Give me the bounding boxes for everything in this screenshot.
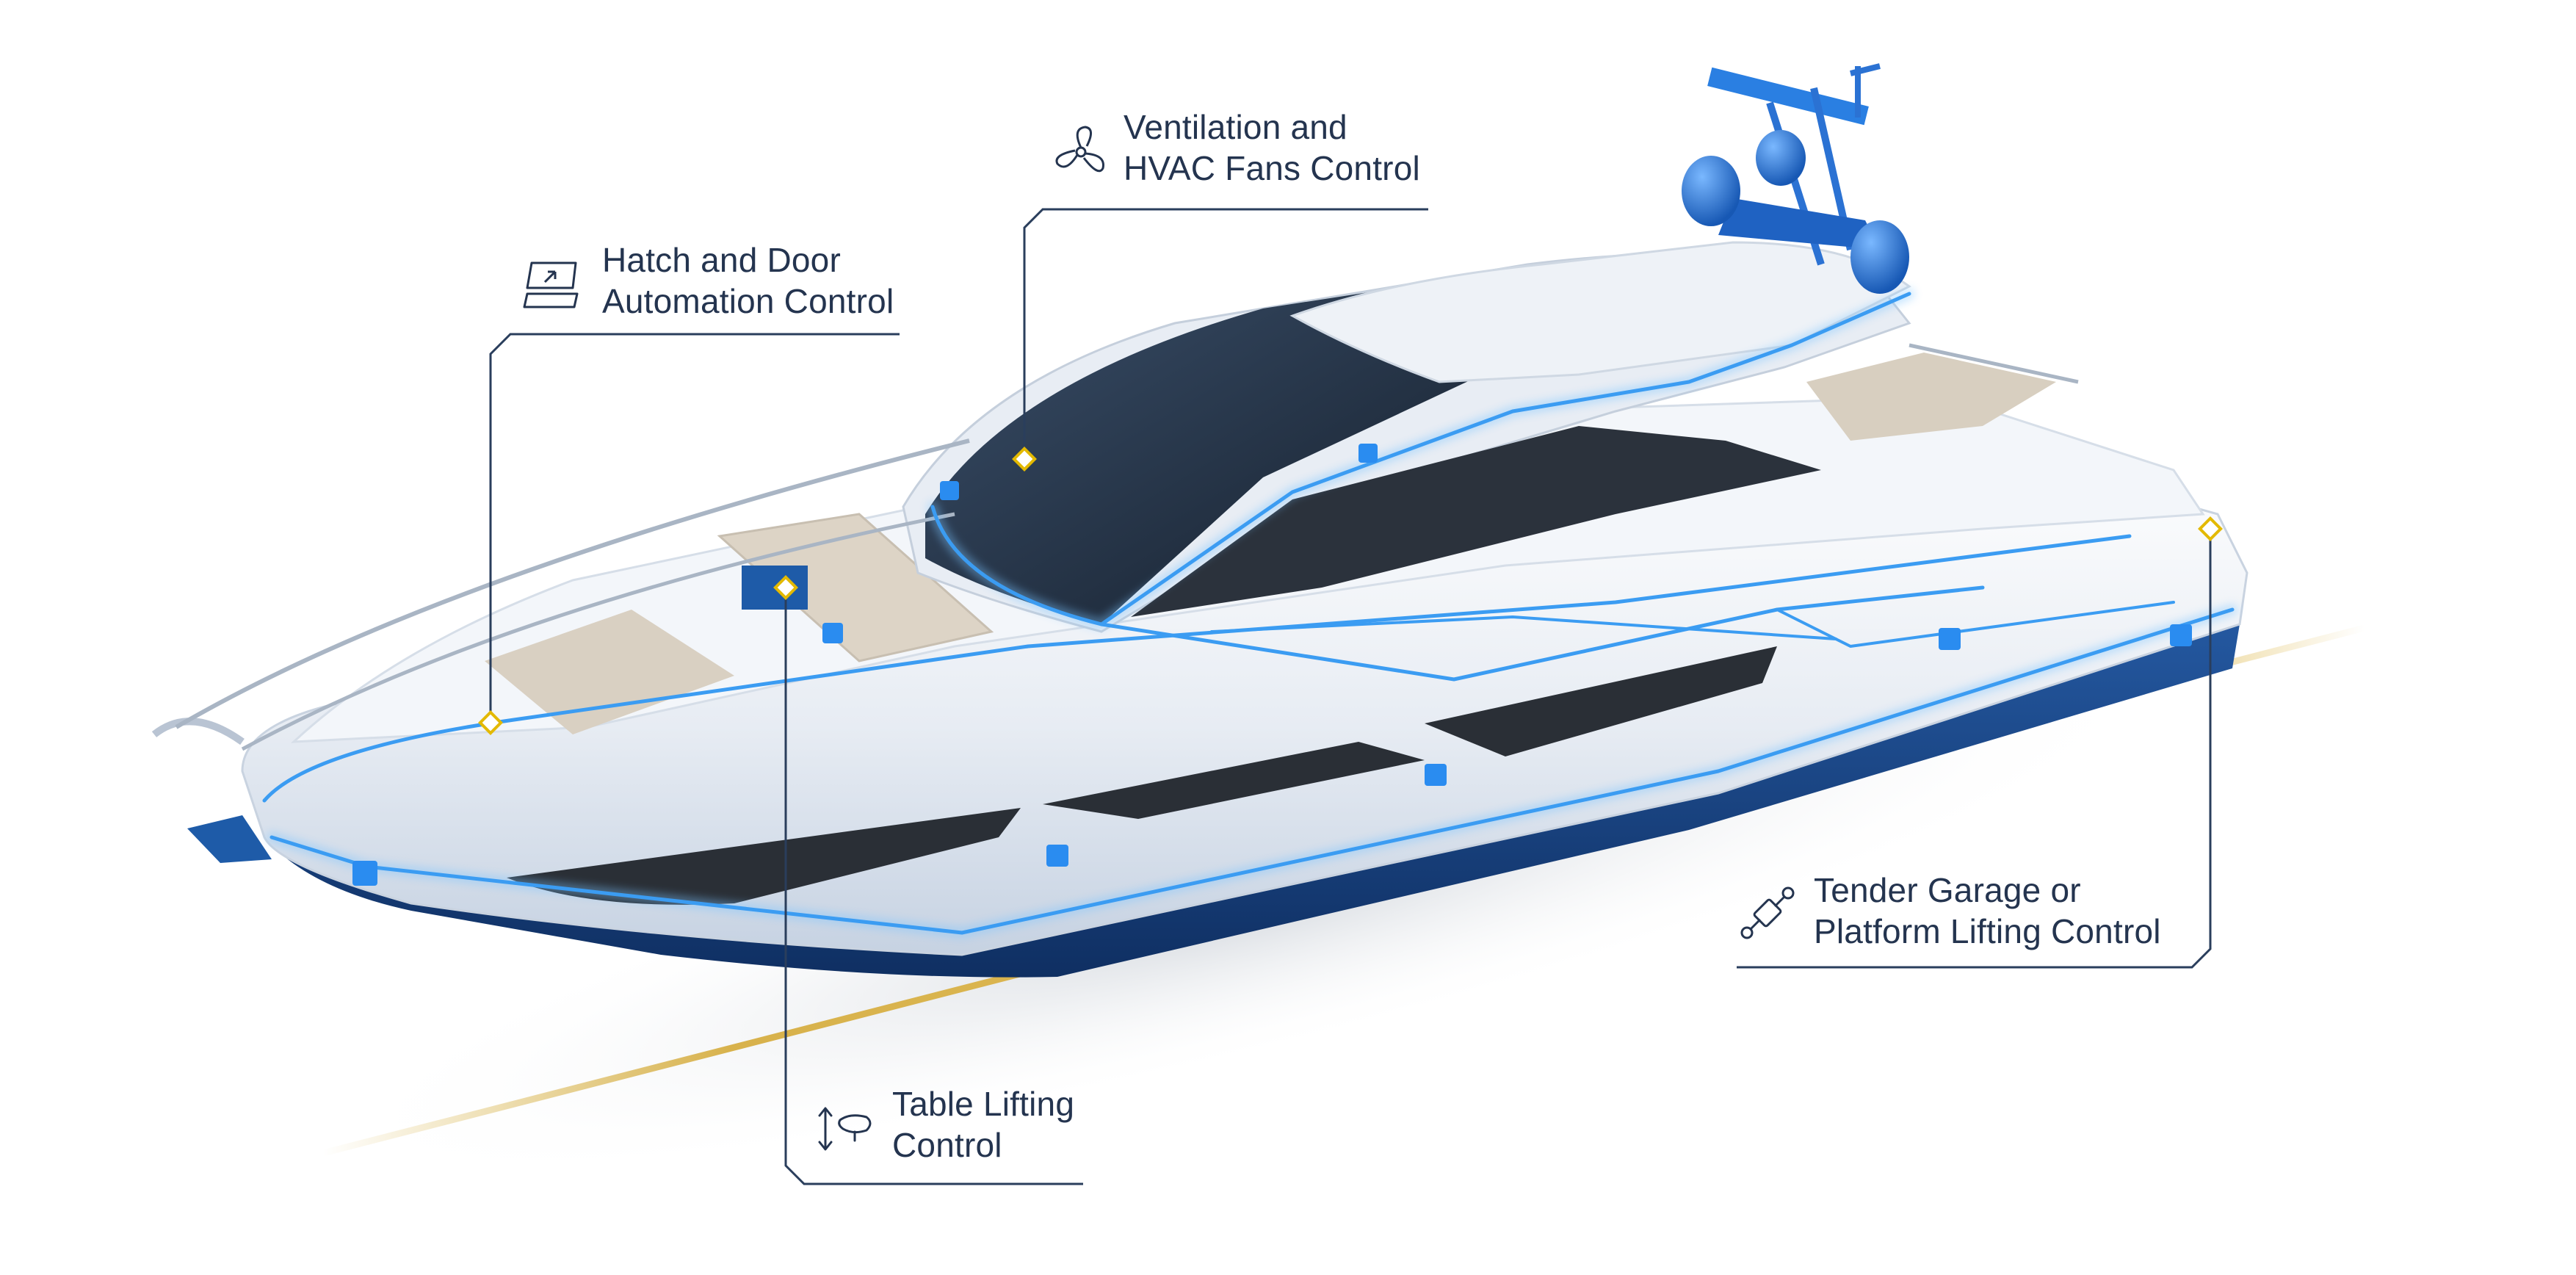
bow-rail — [175, 438, 970, 729]
marker-hatch[interactable] — [478, 710, 503, 735]
marker-ventilation[interactable] — [1012, 447, 1037, 472]
leader-lines — [489, 208, 2212, 1185]
hull-window-mid — [1043, 742, 1425, 819]
fan-icon — [1055, 126, 1104, 173]
actuator-icon — [1740, 886, 1795, 939]
table-label-line2: Control — [892, 1126, 1002, 1164]
anchor-roller — [187, 815, 272, 863]
windscreen — [925, 279, 1501, 624]
stern-rail — [1909, 343, 2079, 384]
radar-arch — [1682, 63, 1909, 294]
control-wiring — [262, 289, 2237, 938]
leader-line-tender — [1737, 530, 2212, 969]
side-glass — [1131, 426, 1821, 617]
marker-table[interactable] — [773, 575, 798, 600]
ventilation-label-line2: HVAC Fans Control — [1124, 149, 1420, 187]
ventilation-label-line1: Ventilation and — [1124, 108, 1347, 146]
hatch-label-line1: Hatch and Door — [602, 241, 841, 279]
tender-label-line1: Tender Garage or — [1814, 871, 2081, 909]
hardtop — [1289, 241, 1911, 383]
hotspot-markers — [478, 447, 2223, 735]
leader-line-table — [784, 588, 1083, 1185]
hull-bottom — [264, 624, 2240, 978]
hull — [241, 447, 2248, 956]
marker-tender[interactable] — [2198, 516, 2223, 541]
table-label-line1: Table Lifting — [892, 1085, 1075, 1123]
leader-line-hatch — [489, 333, 900, 720]
hull-window-aft — [1425, 646, 1777, 756]
tender-label-line2: Platform Lifting Control — [1814, 912, 2161, 950]
hull-window-front — [507, 808, 1021, 905]
bow-sunpad — [485, 610, 734, 734]
leader-line-ventilation — [1023, 208, 1428, 455]
table-lift-icon — [818, 1107, 872, 1151]
aft-cockpit — [1806, 353, 2056, 441]
hatch-door-icon — [523, 261, 579, 308]
hatch-label-line2: Automation Control — [602, 282, 894, 320]
